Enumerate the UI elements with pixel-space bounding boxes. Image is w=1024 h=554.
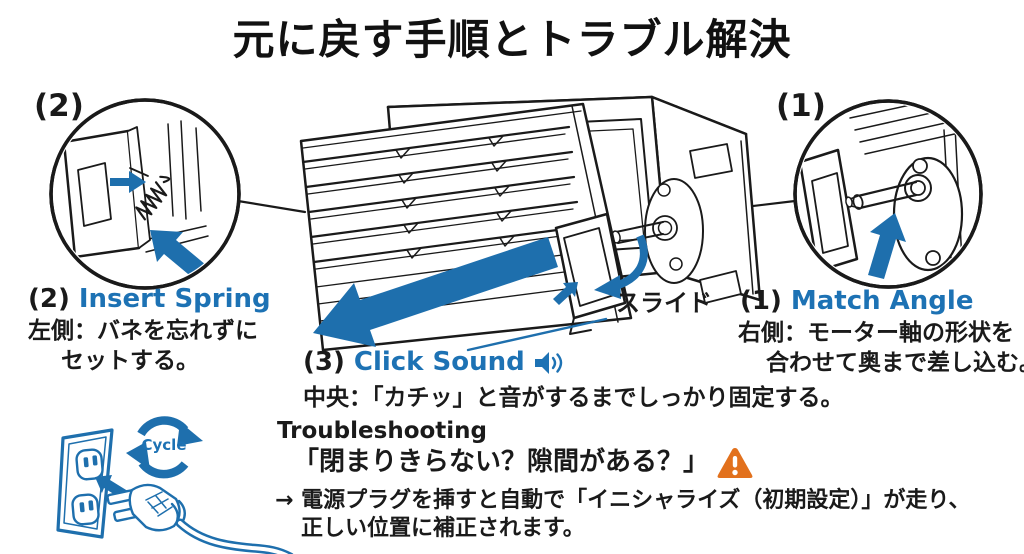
slide-label: スライド [616,289,712,317]
inset-motor-shaft [856,180,918,210]
step2-heading: (2) Insert Spring [28,284,271,314]
cycle-arrows-icon [126,416,203,479]
page-title: 元に戻す手順とトラブル解決 [232,15,792,64]
troubleshooting-answer-line1: → 電源プラグを挿すと自動で「イニシャライズ（初期設定）」が走り、 [275,488,971,513]
step2-desc-line2: セットする。 [61,348,199,374]
left-callout-line [236,199,307,214]
step1-number: (1) [740,286,782,316]
step2-number: (2) [28,284,70,314]
pull-out-arrow-icon [313,237,558,347]
cycle-label: Cycle [141,436,187,454]
warning-icon [717,448,753,478]
troubleshooting-question: 「閉まりきらない？隙間がある？」 [293,447,710,478]
step3-title: Click Sound [353,347,525,378]
push-arrow-icon [553,282,578,305]
step1-heading: (1) Match Angle [740,286,974,316]
spring-pointer-arrow-icon [150,230,206,279]
shaft-pointer-arrow-icon [868,213,906,279]
step3-number: (3) [303,347,345,378]
troubleshooting-heading: Troubleshooting [277,418,488,444]
power-plug [106,483,294,554]
step1-desc-line1: 右側：モーター軸の形状を [738,320,1014,346]
right-inset [793,99,983,289]
slide-arrow-icon [594,234,648,299]
step1-desc-line2: 合わせて奥まで差し込む。 [766,350,1024,376]
step3-heading: (3) Click Sound [303,349,564,377]
insert-arrow-icon [110,171,146,193]
click-pointer-line [466,317,608,352]
spring [135,175,171,221]
left-inset-marker: (2) [34,88,84,124]
step3-desc: 中央：「カチッ」と音がするまでしっかり固定する。 [303,385,844,411]
troubleshooting-question-row: 「閉まりきらない？隙間がある？」 [293,446,754,480]
power-outlet [56,428,114,539]
step2-title: Insert Spring [78,284,271,314]
left-inset [49,98,241,290]
step1-title: Match Angle [790,286,974,316]
motor-assembly [611,143,742,304]
step2-desc-line1: 左側：バネを忘れずに [28,318,258,344]
right-inset-marker: (1) [776,88,826,124]
speaker-icon [534,352,562,374]
troubleshooting-answer-line2: 正しい位置に補正されます。 [301,516,585,541]
